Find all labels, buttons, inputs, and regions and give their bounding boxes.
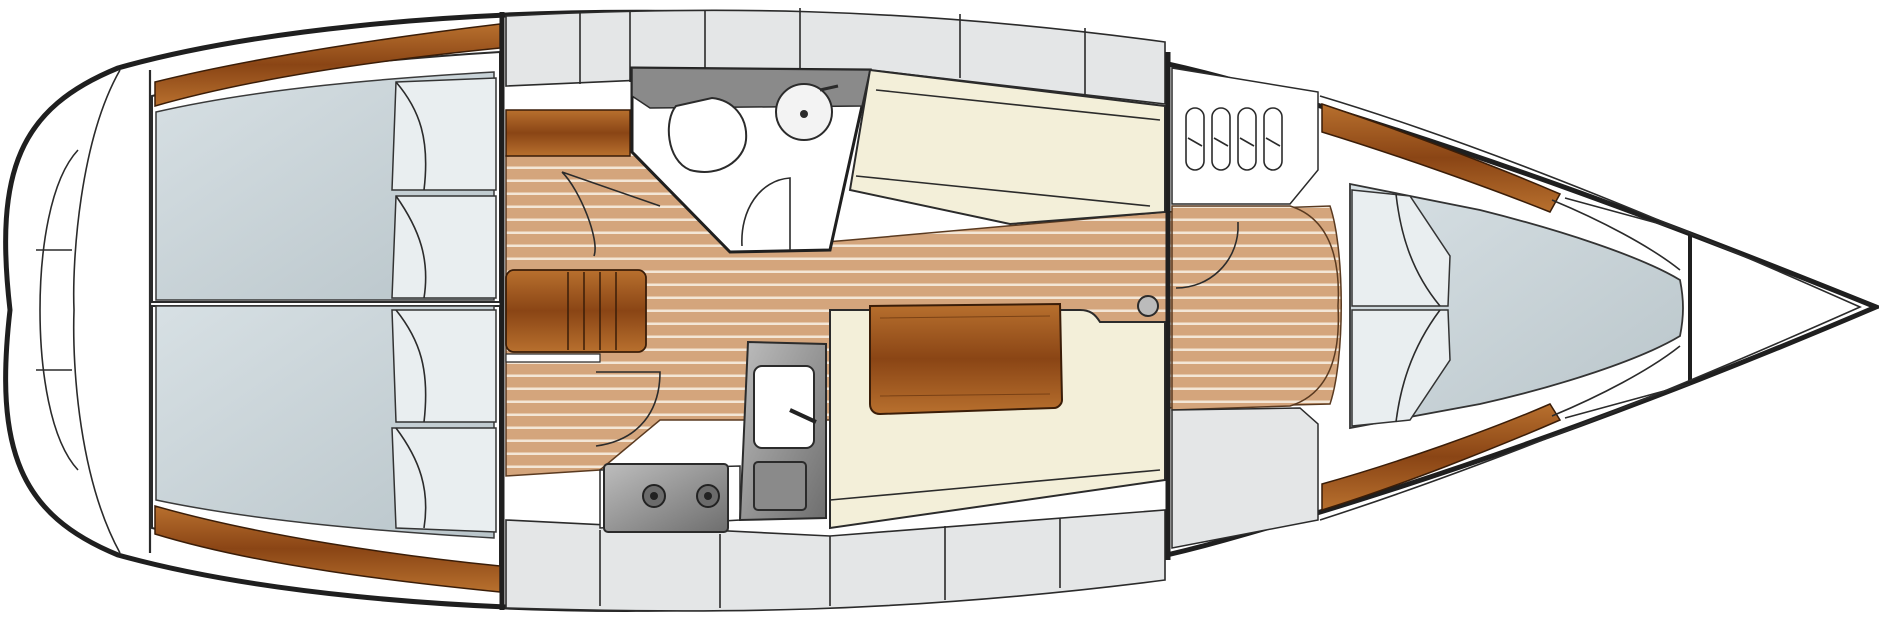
cockpit-locker-bottom [505, 509, 1166, 612]
forward-cabin [1321, 102, 1684, 512]
head-compartment [561, 66, 872, 257]
toilet-icon [667, 96, 748, 173]
fender-icon [1185, 107, 1283, 171]
pillow [1351, 189, 1451, 427]
seat-base [505, 353, 601, 363]
cockpit-locker-top [505, 8, 1166, 105]
stern-transom [36, 69, 152, 554]
forward-floor [1171, 205, 1340, 411]
aft-cabin-starboard [151, 305, 501, 593]
aft-cabin-port [151, 23, 501, 303]
door-icon [1175, 222, 1239, 289]
chart-table-seat [505, 269, 647, 353]
mast-icon [1137, 295, 1159, 317]
sink-icon [738, 340, 827, 522]
galley [595, 340, 827, 533]
door-icon [741, 177, 791, 250]
saloon-settee-top [848, 68, 1166, 226]
pillow [391, 309, 497, 533]
aft-cabinet-wood [505, 109, 631, 157]
washbasin-icon [775, 83, 839, 141]
door-icon [595, 371, 661, 447]
forward-cabin-trim-bottom [1321, 403, 1562, 512]
stove-icon [603, 463, 729, 533]
pillow [391, 77, 497, 299]
forward-cabin-trim-top [1321, 102, 1562, 213]
door-icon [561, 171, 661, 257]
hull-inner-line [1319, 95, 1862, 521]
table-icon [869, 302, 1064, 416]
